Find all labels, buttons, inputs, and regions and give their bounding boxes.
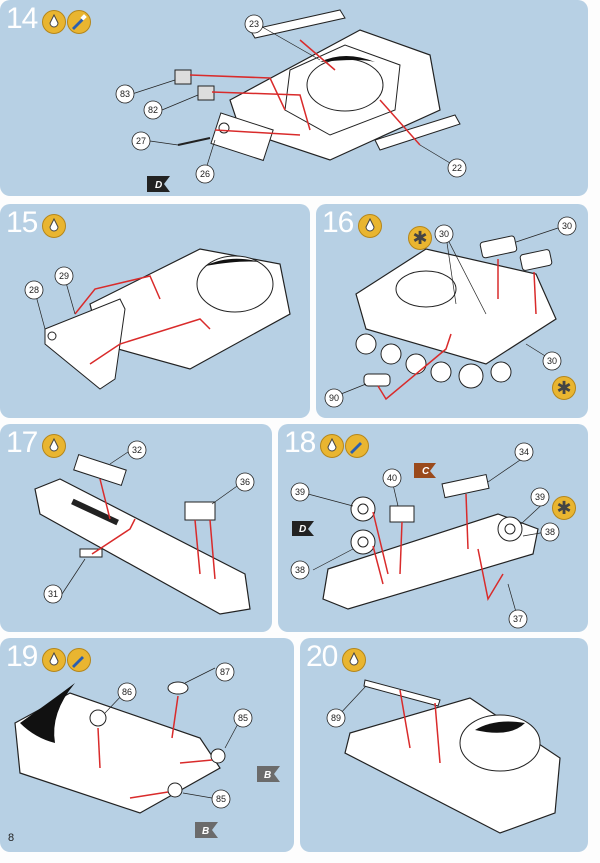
part-label: 30 xyxy=(439,229,449,239)
step-number: 14 xyxy=(6,2,38,35)
step-15-panel: 15 29 28 xyxy=(0,204,310,418)
part-label: 40 xyxy=(387,473,397,483)
glue-icon xyxy=(42,434,66,458)
step-18-illustration: 34 40 39 39 38 38 37 C D xyxy=(290,442,560,629)
decal-flag xyxy=(414,463,436,478)
paint-brush-icon xyxy=(345,434,369,458)
part-label: 22 xyxy=(452,163,462,173)
part-label: 89 xyxy=(331,713,341,723)
part-label: 30 xyxy=(547,356,557,366)
flag-label: D xyxy=(155,180,162,191)
step-20-panel: 20 89 xyxy=(300,638,588,852)
part-label: 27 xyxy=(136,136,146,146)
asterisk-icon: ✱ xyxy=(552,496,576,520)
step-number: 20 xyxy=(306,640,338,673)
paint-brush-icon xyxy=(67,648,91,672)
glue-icon xyxy=(42,214,66,238)
step-number: 19 xyxy=(6,640,38,673)
part-label: 85 xyxy=(216,794,226,804)
paint-brush-icon xyxy=(67,10,91,34)
glue-icon xyxy=(42,648,66,672)
part-label: 83 xyxy=(120,89,130,99)
step-15-illustration: 29 28 xyxy=(24,248,291,390)
part-label: 36 xyxy=(240,477,250,487)
part-label: 23 xyxy=(249,19,259,29)
part-label: 82 xyxy=(148,105,158,115)
svg-text:✱: ✱ xyxy=(412,228,427,248)
part-label: 38 xyxy=(545,527,555,537)
step-20-illustration: 89 xyxy=(326,679,561,834)
step-18-panel: 18 ✱ 34 40 39 3 xyxy=(278,424,588,632)
step-16-panel: 16 ✱ ✱ 30 30 30 90 xyxy=(316,204,588,418)
step-number: 17 xyxy=(6,426,38,459)
part-label: 39 xyxy=(535,492,545,502)
part-label: 34 xyxy=(519,447,529,457)
decal-flag xyxy=(195,822,218,838)
step-17-illustration: 32 36 31 xyxy=(34,440,255,615)
part-label: 90 xyxy=(329,393,339,403)
step-number: 16 xyxy=(322,206,354,239)
step-17-panel: 17 32 36 31 xyxy=(0,424,272,632)
part-label: 31 xyxy=(48,589,58,599)
glue-icon xyxy=(42,10,66,34)
step-14-panel: 14 xyxy=(0,0,588,196)
page-number: 8 xyxy=(8,832,15,844)
step-19-panel: 19 87 86 85 85 B B xyxy=(0,638,294,852)
step-number: 15 xyxy=(6,206,38,239)
part-label: 37 xyxy=(513,614,523,624)
part-label: 29 xyxy=(59,271,69,281)
flag-label: C xyxy=(422,466,430,477)
decal-flag xyxy=(147,176,170,192)
part-label: 38 xyxy=(295,565,305,575)
glue-icon xyxy=(342,648,366,672)
asterisk-icon: ✱ xyxy=(408,226,432,250)
flag-label: B xyxy=(202,826,209,837)
part-label: 28 xyxy=(29,285,39,295)
step-16-illustration: 30 30 30 90 xyxy=(324,216,577,408)
part-label: 32 xyxy=(132,445,142,455)
part-label: 87 xyxy=(220,667,230,677)
glue-icon xyxy=(358,214,382,238)
step-19-illustration: 87 86 85 85 B B xyxy=(14,662,280,838)
svg-text:✱: ✱ xyxy=(556,498,571,518)
part-label: 39 xyxy=(295,487,305,497)
step-number: 18 xyxy=(284,426,316,459)
decal-flag xyxy=(292,521,314,536)
part-label: 26 xyxy=(200,169,210,179)
step-14-illustration: 23 83 82 27 26 22 D xyxy=(115,9,467,192)
asterisk-icon: ✱ xyxy=(552,376,576,400)
glue-icon xyxy=(320,434,344,458)
flag-label: D xyxy=(299,524,306,535)
flag-label: B xyxy=(264,770,271,781)
svg-text:✱: ✱ xyxy=(556,378,571,398)
decal-flag xyxy=(257,766,280,782)
part-label: 30 xyxy=(562,221,572,231)
part-label: 86 xyxy=(122,687,132,697)
part-label: 85 xyxy=(238,713,248,723)
